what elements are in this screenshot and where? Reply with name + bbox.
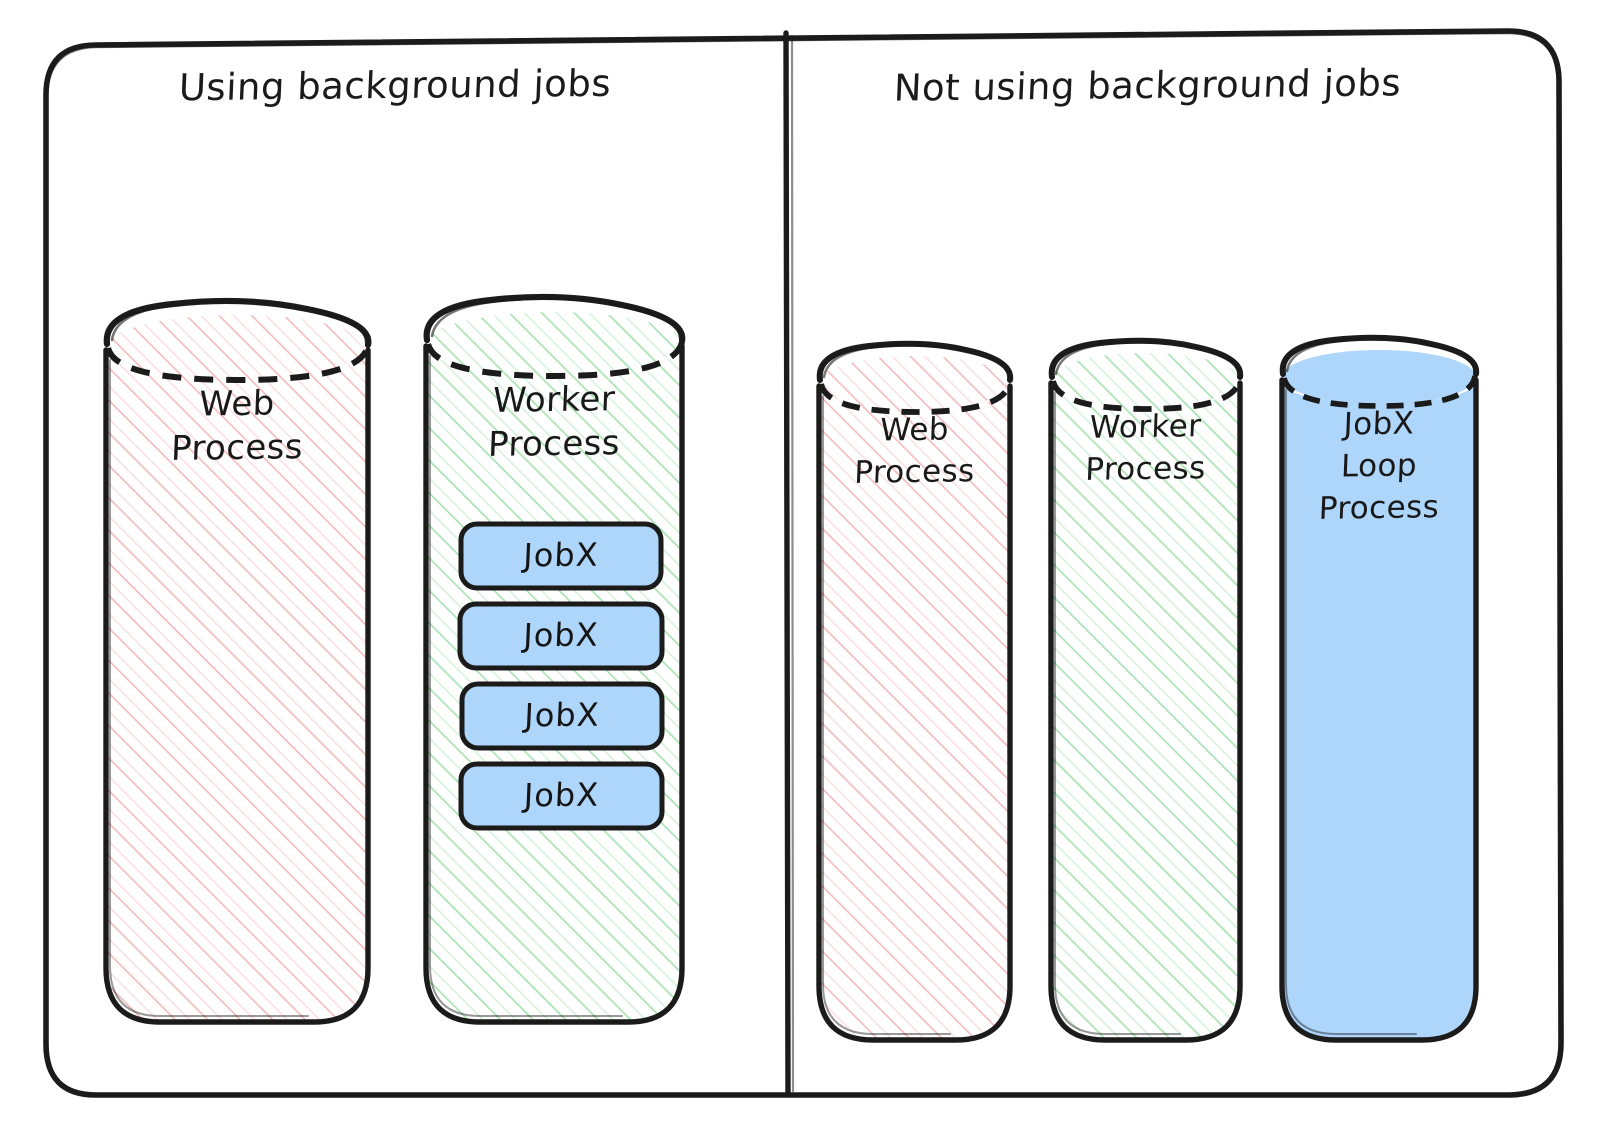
left-worker-process-label-line2: Process xyxy=(487,423,621,465)
right-web-process-label-line2: Process xyxy=(853,453,976,491)
job-box-4[interactable] xyxy=(458,761,665,831)
panel-divider xyxy=(783,30,795,1097)
right-web-process-label-line1: Web xyxy=(879,411,950,449)
job-box-1-label: JobX xyxy=(522,535,600,575)
left-web-process-cylinder[interactable] xyxy=(103,297,372,1025)
outer-frame xyxy=(43,28,1564,1098)
left-worker-process-label-line1: Worker xyxy=(492,379,616,421)
right-worker-process-cylinder[interactable] xyxy=(1048,337,1244,1043)
job-box-2[interactable] xyxy=(457,601,665,671)
job-box-3[interactable] xyxy=(459,681,665,751)
left-web-process-label-line1: Web xyxy=(198,383,276,425)
job-box-3-label: JobX xyxy=(523,695,601,735)
panel-title-left: Using background jobs xyxy=(177,61,613,110)
left-web-process-label-line2: Process xyxy=(170,427,304,469)
right-jobx-loop-process-cylinder[interactable] xyxy=(1279,334,1480,1043)
job-box-2-label: JobX xyxy=(522,615,600,655)
right-worker-process-label-line1: Worker xyxy=(1088,408,1203,446)
job-box-1[interactable] xyxy=(458,521,664,591)
panel-title-right: Not using background jobs xyxy=(892,61,1403,110)
right-loop-process-label-line1: JobX xyxy=(1342,405,1416,443)
right-worker-process-label-line2: Process xyxy=(1084,450,1207,488)
right-web-process-cylinder[interactable] xyxy=(816,340,1014,1043)
right-loop-process-label-line3: Process xyxy=(1318,489,1440,527)
job-box-4-label: JobX xyxy=(523,775,600,815)
right-loop-process-label-line2: Loop xyxy=(1340,447,1418,485)
